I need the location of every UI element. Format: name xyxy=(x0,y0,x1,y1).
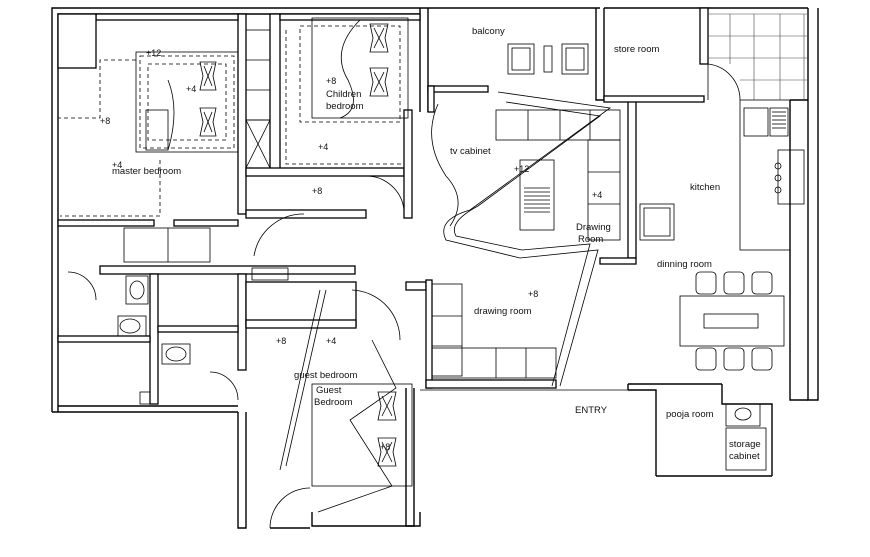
level-labels: +12 +4 +8 +4 +8 +4 +8 +12 +4 +8 +8 +4 +8 xyxy=(100,48,602,452)
fridge xyxy=(639,203,675,241)
label-guest-bedroom-b-2: Bedroom xyxy=(314,397,353,408)
label-guest-bedroom-a: guest bedroom xyxy=(294,370,357,381)
dining-table xyxy=(679,271,785,371)
label-storage-cabinet-2: cabinet xyxy=(729,451,760,462)
label-store-room: store room xyxy=(614,44,659,55)
level-living-p12: +12 xyxy=(514,164,529,174)
pooja-fixtures xyxy=(725,403,767,471)
level-master-p8: +8 xyxy=(100,116,110,126)
label-children-bedroom-2: bedroom xyxy=(326,101,364,112)
master-bed xyxy=(58,51,239,217)
balcony-chairs xyxy=(507,43,589,75)
level-guest-bed-p8: +8 xyxy=(380,442,390,452)
room-labels: balcony store room tv cabinet kitchen Ch… xyxy=(112,26,761,462)
store-room-door xyxy=(707,63,741,101)
label-dinning-room: dinning room xyxy=(657,259,712,270)
label-storage-cabinet-1: storage xyxy=(729,439,761,450)
label-drawing-room-b: drawing room xyxy=(474,306,532,317)
label-guest-bedroom-b-1: Guest xyxy=(316,385,342,396)
level-master-p4: +4 xyxy=(186,84,196,94)
tile-grid xyxy=(708,13,808,100)
label-pooja-room: pooja room xyxy=(666,409,714,420)
label-drawing-room-a-1: Drawing xyxy=(576,222,611,233)
level-guest-p4: +4 xyxy=(326,336,336,346)
level-children-p4: +4 xyxy=(318,142,328,152)
corridor-door xyxy=(253,213,305,257)
level-corridor-p8: +8 xyxy=(312,186,322,196)
level-drawing-p8: +8 xyxy=(528,289,538,299)
level-children-p8: +8 xyxy=(326,76,336,86)
label-entry: ENTRY xyxy=(575,405,608,416)
drawing-room-sofa xyxy=(420,283,628,391)
guest-bed xyxy=(269,289,413,529)
label-children-bedroom-1: Children xyxy=(326,89,361,100)
interior-walls xyxy=(57,7,709,405)
children-bed xyxy=(285,17,409,165)
label-tv-cabinet: tv cabinet xyxy=(450,146,491,157)
level-master-p4b: +4 xyxy=(112,160,122,170)
living-sofa xyxy=(495,109,621,241)
label-drawing-room-a-2: Room xyxy=(578,234,603,245)
curved-partition xyxy=(431,91,612,387)
label-kitchen: kitchen xyxy=(690,182,720,193)
level-guest-p8: +8 xyxy=(276,336,286,346)
label-master-bedroom: master bedroom xyxy=(112,166,181,177)
level-master-p12: +12 xyxy=(146,48,161,58)
label-balcony: balcony xyxy=(472,26,505,37)
master-wardrobe xyxy=(245,29,271,169)
level-living-p4: +4 xyxy=(592,190,602,200)
children-door xyxy=(365,175,405,211)
kitchen-counter xyxy=(739,99,805,251)
bath-fixtures xyxy=(67,227,289,405)
